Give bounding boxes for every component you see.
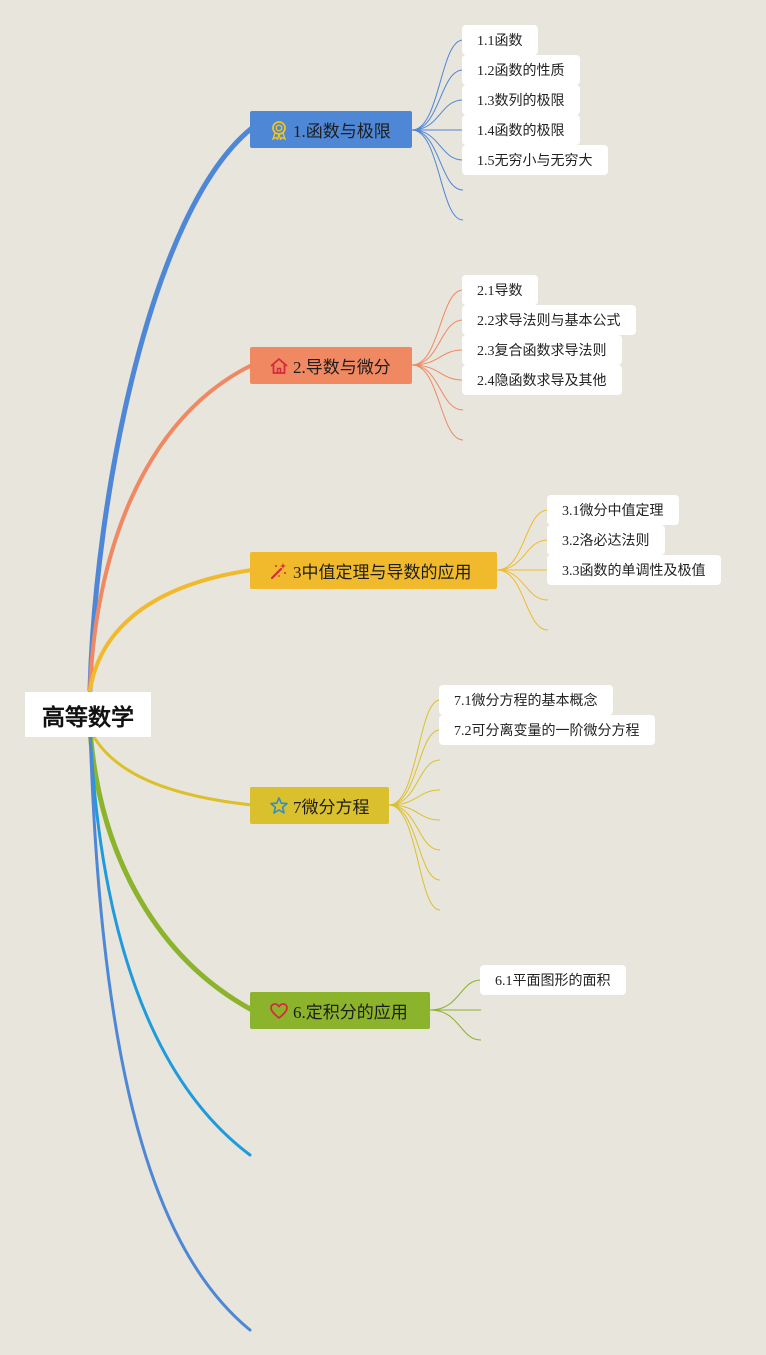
branch-topic-4[interactable]: 7微分方程 [250,787,389,824]
branch-topic-1[interactable]: 1.函数与极限 [250,111,412,148]
heart-icon [268,1000,290,1022]
root-topic[interactable]: 高等数学 [25,692,151,737]
subtopic-2-1[interactable]: 2.1导数 [462,275,538,305]
subtopic-6-1[interactable]: 6.1平面图形的面积 [480,965,626,995]
subtopic-3-3[interactable]: 3.3函数的单调性及极值 [547,555,721,585]
medal-icon [268,119,290,141]
branch-topic-2[interactable]: 2.导数与微分 [250,347,412,384]
branch-label: 1.函数与极限 [293,122,391,141]
home-icon [268,355,290,377]
subtopic-3-2[interactable]: 3.2洛必达法则 [547,525,665,555]
subtopic-1-2[interactable]: 1.2函数的性质 [462,55,580,85]
subtopic-1-1[interactable]: 1.1函数 [462,25,538,55]
branch-label: 7微分方程 [293,798,370,817]
branch-label: 2.导数与微分 [293,358,391,377]
subtopic-1-4[interactable]: 1.4函数的极限 [462,115,580,145]
subtopic-2-2[interactable]: 2.2求导法则与基本公式 [462,305,636,335]
branch-topic-3[interactable]: 3中值定理与导数的应用 [250,552,497,589]
subtopic-7-2[interactable]: 7.2可分离变量的一阶微分方程 [439,715,655,745]
subtopic-7-1[interactable]: 7.1微分方程的基本概念 [439,685,613,715]
branch-label: 3中值定理与导数的应用 [293,563,472,582]
subtopic-2-4[interactable]: 2.4隐函数求导及其他 [462,365,622,395]
subtopic-2-3[interactable]: 2.3复合函数求导法则 [462,335,622,365]
subtopic-1-5[interactable]: 1.5无穷小与无穷大 [462,145,608,175]
subtopic-3-1[interactable]: 3.1微分中值定理 [547,495,679,525]
branch-topic-5[interactable]: 6.定积分的应用 [250,992,430,1029]
magic-wand-icon [268,560,290,582]
subtopic-1-3[interactable]: 1.3数列的极限 [462,85,580,115]
branch-label: 6.定积分的应用 [293,1003,408,1022]
star-icon [268,795,290,817]
